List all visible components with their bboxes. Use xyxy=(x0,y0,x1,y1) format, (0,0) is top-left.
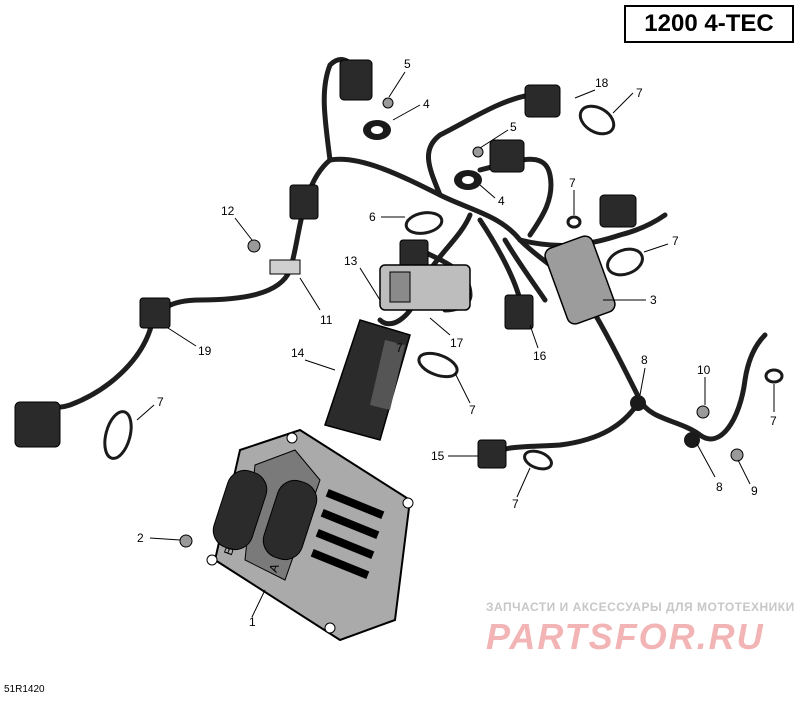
callout-12: 12 xyxy=(221,204,235,218)
harness-connectors xyxy=(14,59,637,469)
watermark-caption: ЗАПЧАСТИ И АКСЕССУАРЫ ДЛЯ МОТОТЕХНИКИ xyxy=(486,600,795,614)
callout-7-f: 7 xyxy=(770,414,777,428)
ecm-module: B A xyxy=(206,428,414,642)
callout-6: 6 xyxy=(369,210,376,224)
callout-3: 3 xyxy=(650,293,657,307)
grommets xyxy=(363,120,482,190)
callout-7-b: 7 xyxy=(672,234,679,248)
sensor-part-3 xyxy=(544,235,616,325)
screw-5-top xyxy=(382,97,394,109)
screw-9 xyxy=(730,448,744,462)
callout-7-h: 7 xyxy=(396,341,403,355)
callout-16: 16 xyxy=(533,349,547,363)
callout-8-a: 8 xyxy=(641,353,648,367)
connector-6 xyxy=(399,239,429,269)
callout-7-d: 7 xyxy=(469,403,476,417)
screw-5-center xyxy=(472,146,484,158)
callout-8-b: 8 xyxy=(716,480,723,494)
callout-1: 1 xyxy=(249,615,256,629)
callout-2: 2 xyxy=(137,531,144,545)
connector-top-left xyxy=(339,59,373,101)
relay-block xyxy=(379,264,471,311)
callout-15: 15 xyxy=(431,449,445,463)
callout-4-center: 4 xyxy=(498,194,505,208)
callout-7-g: 7 xyxy=(569,176,576,190)
callout-5-top: 5 xyxy=(404,57,411,71)
diagram-ref-code: 51R1420 xyxy=(4,684,45,695)
screws xyxy=(179,97,744,548)
callout-17: 17 xyxy=(450,336,464,350)
callout-7-c: 7 xyxy=(157,395,164,409)
callout-10: 10 xyxy=(697,363,711,377)
screw-12 xyxy=(247,239,261,253)
connector-15 xyxy=(477,439,507,469)
callout-5-center: 5 xyxy=(510,120,517,134)
connector-far-left xyxy=(14,401,61,448)
callout-4-top: 4 xyxy=(423,97,430,111)
callout-11: 11 xyxy=(320,313,333,327)
connector-16 xyxy=(504,294,534,330)
connector-left-mid xyxy=(289,184,319,220)
connector-18 xyxy=(524,84,561,118)
watermark-logo: PARTSFOR.RU xyxy=(486,616,765,657)
bracket-11 xyxy=(269,259,301,275)
cable-ties xyxy=(103,104,784,471)
callout-9: 9 xyxy=(751,484,758,498)
connector-right xyxy=(599,194,637,228)
connector-center xyxy=(489,139,525,173)
callout-19: 19 xyxy=(198,344,212,358)
callout-14: 14 xyxy=(291,346,305,360)
clamps xyxy=(630,395,700,448)
callout-7-a: 7 xyxy=(636,86,643,100)
callout-labels: 1 2 3 4 4 5 5 6 7 7 7 7 7 7 7 7 8 8 9 10… xyxy=(137,57,777,629)
screw-10 xyxy=(696,405,710,419)
connector-19 xyxy=(139,297,171,329)
callout-18: 18 xyxy=(595,76,609,90)
callout-13: 13 xyxy=(344,254,358,268)
model-title-box: 1200 4-TEC xyxy=(624,5,794,43)
screw-2 xyxy=(179,534,193,548)
module-holder-14 xyxy=(324,319,411,441)
leader-lines xyxy=(136,71,775,618)
callout-7-e: 7 xyxy=(512,497,519,511)
